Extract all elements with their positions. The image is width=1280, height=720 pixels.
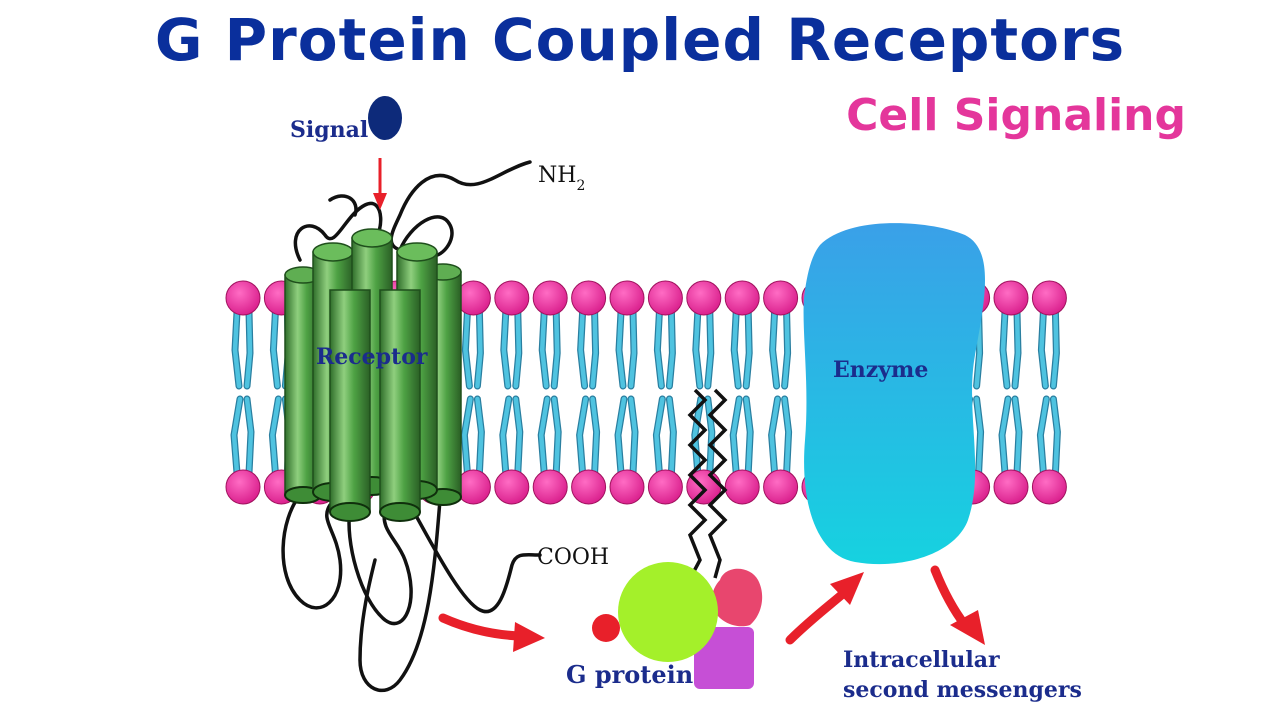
gprotein-to-enzyme-arrow bbox=[785, 587, 850, 645]
phospholipid-bottom bbox=[225, 395, 261, 505]
enzyme-to-messengers-arrowhead bbox=[950, 610, 985, 645]
phospholipid-bottom bbox=[455, 395, 491, 505]
receptor-to-gprotein-arrowhead bbox=[513, 622, 545, 652]
flow-arrows bbox=[438, 565, 985, 652]
intracellular-loop-3 bbox=[358, 498, 442, 692]
nh2-label: NH2 bbox=[538, 163, 585, 194]
extracellular-loop-2 bbox=[398, 215, 454, 258]
page-title: G Protein Coupled Receptors bbox=[154, 6, 1126, 74]
phospholipid-top bbox=[686, 280, 722, 390]
g-beta-subunit bbox=[711, 568, 763, 627]
gdp-molecule bbox=[592, 614, 620, 642]
phospholipid-bottom bbox=[571, 395, 607, 505]
receptor-protein bbox=[284, 228, 462, 522]
g-gamma-subunit bbox=[694, 627, 754, 689]
phospholipid-top bbox=[647, 280, 683, 390]
phospholipid-top bbox=[571, 280, 607, 390]
signal-arrow bbox=[373, 158, 387, 210]
phospholipid-top bbox=[763, 280, 799, 390]
phospholipid-bottom bbox=[763, 395, 799, 505]
phospholipid-top bbox=[455, 280, 491, 390]
extracellular-loop-3 bbox=[328, 194, 358, 217]
phospholipid-bottom bbox=[532, 395, 568, 505]
nh2-terminus-chain bbox=[389, 160, 532, 252]
gprotein-to-enzyme-arrowhead bbox=[830, 572, 864, 605]
cooh-terminus-chain bbox=[408, 503, 542, 614]
phospholipid-top bbox=[532, 280, 568, 390]
cooh-label: COOH bbox=[537, 545, 609, 570]
enzyme-label: Enzyme bbox=[833, 357, 928, 383]
g-alpha-subunit bbox=[618, 562, 718, 662]
messengers-label-line1: Intracellular bbox=[843, 647, 1000, 673]
intracellular-loop-1 bbox=[281, 493, 343, 610]
g-protein bbox=[592, 562, 763, 689]
phospholipid-bottom bbox=[1031, 395, 1067, 505]
extracellular-loop-1 bbox=[293, 201, 383, 262]
messengers-label-line2: second messengers bbox=[843, 677, 1082, 703]
phospholipid-top bbox=[993, 280, 1029, 390]
intracellular-loop-2 bbox=[347, 508, 413, 626]
helix-4 bbox=[329, 289, 371, 522]
signal-label: Signal bbox=[290, 117, 368, 143]
phospholipid-bottom bbox=[993, 395, 1029, 505]
phospholipid-bottom bbox=[724, 395, 760, 505]
phospholipid-bottom bbox=[609, 395, 645, 505]
phospholipid-top bbox=[724, 280, 760, 390]
enzyme-protein bbox=[803, 223, 985, 565]
phospholipid-bottom bbox=[647, 395, 683, 505]
phospholipid-top bbox=[494, 280, 530, 390]
helix-5 bbox=[379, 289, 421, 522]
phospholipid-top bbox=[609, 280, 645, 390]
page-subtitle: Cell Signaling bbox=[846, 90, 1186, 141]
receptor-to-gprotein-arrow bbox=[438, 613, 525, 641]
enzyme-to-messengers-arrow bbox=[930, 565, 970, 630]
phospholipid-bottom bbox=[494, 395, 530, 505]
receptor-loops bbox=[281, 160, 542, 692]
receptor-label: Receptor bbox=[316, 344, 428, 370]
phospholipid-top bbox=[225, 280, 261, 390]
phospholipid-top bbox=[1031, 280, 1067, 390]
signal-molecule bbox=[368, 96, 402, 140]
lipid-anchors bbox=[687, 388, 728, 579]
g-protein-label: G protein bbox=[566, 660, 693, 689]
